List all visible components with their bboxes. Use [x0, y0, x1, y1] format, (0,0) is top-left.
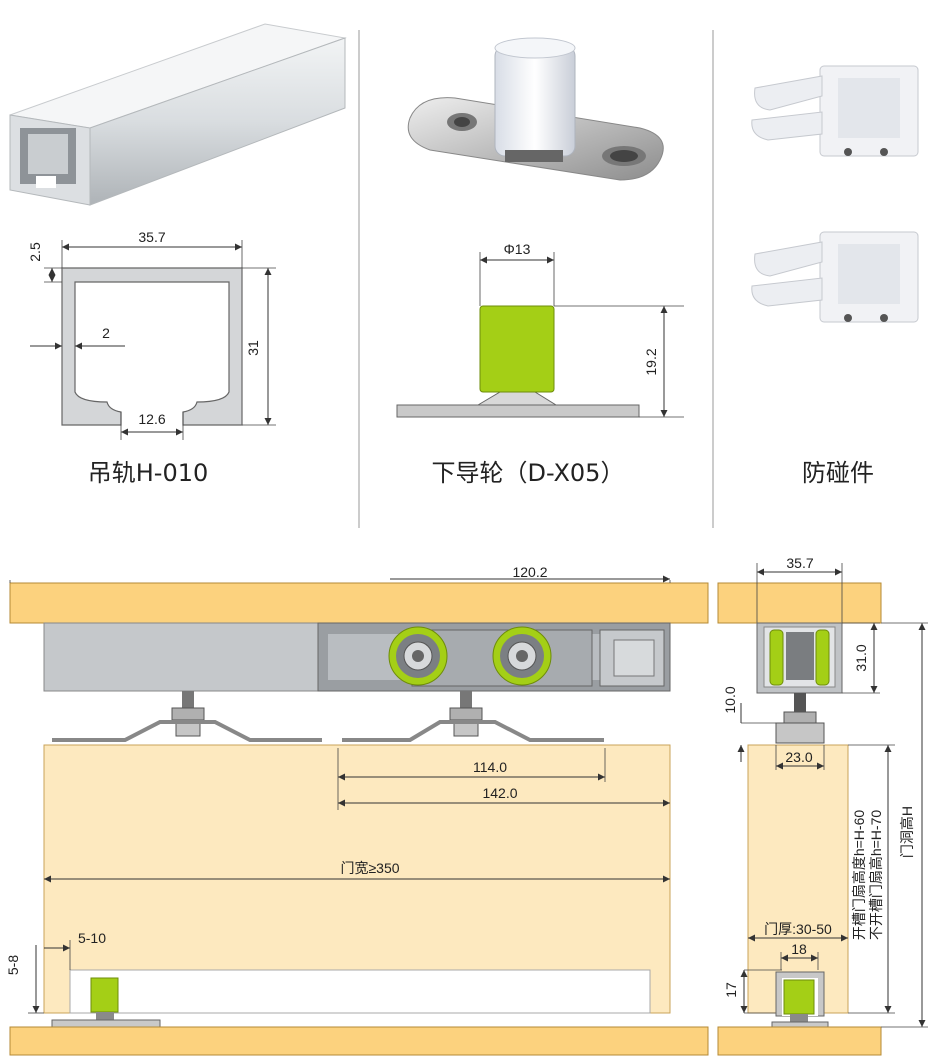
guide-photo	[407, 37, 664, 181]
wheel-right	[492, 626, 552, 686]
front-assembly: 120.2	[5, 564, 709, 1056]
rail-caption: 吊轨H-010	[88, 459, 209, 487]
rail-section: 35.7 2.5 2 31 12.6	[27, 229, 276, 440]
stopper-caption: 防碰件	[802, 459, 874, 487]
guide-caption: 下导轮（D-X05）	[432, 459, 625, 487]
door-thickness-label: 门厚:30-50	[764, 921, 832, 937]
wheel-left	[388, 626, 448, 686]
groove-width-label: 18	[791, 941, 807, 957]
side-rail-height-label: 31.0	[853, 644, 869, 671]
note-noslot: 不开槽门扇高h=H-70	[868, 810, 884, 941]
gap-label: 5-10	[78, 930, 106, 946]
dim-114-label: 114.0	[473, 759, 507, 775]
roller-width-label: 23.0	[785, 749, 812, 765]
groove-depth-label: 17	[723, 982, 739, 998]
stopper-photo-1	[751, 65, 919, 157]
side-rail-width-label: 35.7	[786, 555, 813, 571]
bottom-gap-label: 5-8	[5, 955, 21, 975]
rail-height-label: 31	[245, 340, 261, 356]
rail-opening-label: 12.6	[138, 411, 165, 427]
guide-height-label: 19.2	[643, 348, 659, 375]
rail-photo	[9, 23, 347, 206]
rail-wall-label: 2.5	[27, 242, 43, 262]
guide-diameter-label: Φ13	[504, 241, 531, 257]
rail-length-label: 120.2	[512, 564, 547, 580]
opening-height-label: 门洞高H	[899, 806, 915, 858]
rail-width-label: 35.7	[138, 229, 165, 245]
side-assembly: 35.7 31.0 10.0 23.0 门厚:30-50 18 17	[717, 555, 928, 1056]
note-slot: 开槽门扇高度h=H-60	[851, 810, 867, 941]
clearance-label: 10.0	[722, 686, 738, 713]
door-width-label: 门宽≥350	[340, 860, 399, 876]
stopper-photo-2	[751, 231, 919, 323]
rail-thickness-label: 2	[102, 325, 110, 341]
dim-142-label: 142.0	[482, 785, 517, 801]
guide-drawing: Φ13 19.2	[396, 241, 684, 418]
